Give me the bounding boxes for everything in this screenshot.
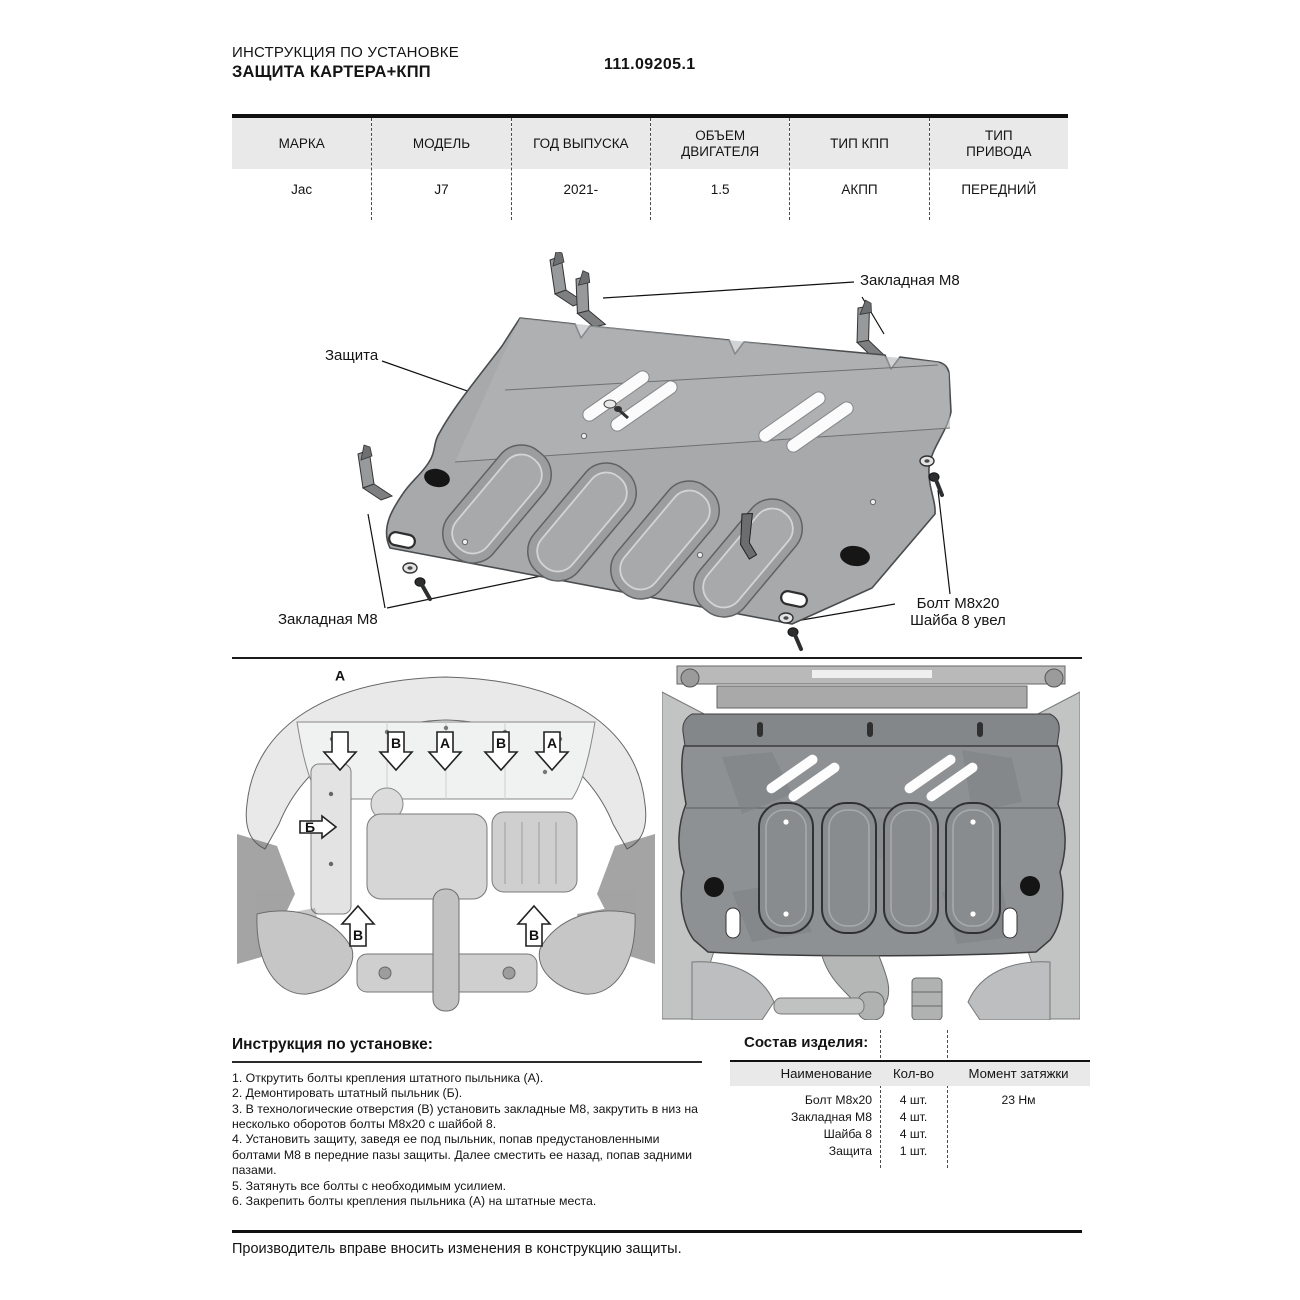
parts-col-torque: Момент затяжки: [968, 1066, 1069, 1081]
photos-divider-line: [232, 657, 1082, 659]
spec-col-brand: МАРКА Jac: [232, 118, 372, 220]
spec-col-engine: ОБЪЕМ ДВИГАТЕЛЯ 1.5: [649, 118, 790, 220]
spec-value-model: J7: [434, 181, 449, 197]
instruction-step-4: 4. Установить защиту, заведя ее под пыль…: [232, 1132, 692, 1178]
instruction-step-5: 5. Затянуть все болты с необходимым усил…: [232, 1178, 507, 1193]
bolt-icon-bottom: [787, 627, 803, 651]
exploded-diagram: Закладная М8 Защита Закладная М8 Болт М8…: [232, 250, 1082, 657]
bolt-icon-left: [414, 577, 432, 601]
spec-value-brand: Jac: [291, 181, 313, 197]
plate-hole-right: [840, 545, 870, 567]
spec-value-year: 2021-: [563, 181, 599, 197]
bracket-icon-inserted: [740, 512, 758, 560]
part-row-torque: 23 Нм: [1001, 1093, 1036, 1107]
spec-col-gearbox: ТИП КПП АКПП: [789, 118, 929, 220]
part-row-qty: 4 шт.: [899, 1110, 928, 1124]
spec-value-engine: 1.5: [710, 181, 730, 197]
parts-divider-2: [947, 1030, 948, 1168]
hook-slot-right: [780, 590, 808, 608]
part-row-name: Шайба 8: [823, 1127, 872, 1141]
washer-icon-left: [402, 562, 418, 574]
spec-header-gearbox: ТИП КПП: [790, 118, 929, 169]
spec-col-drive: ТИП ПРИВОДА ПЕРЕДНИЙ: [928, 118, 1068, 220]
label-bolt-washer: Болт М8х20 Шайба 8 увел: [883, 595, 1033, 629]
washer-icon-bottom: [778, 612, 794, 624]
spec-value-gearbox: АКПП: [841, 181, 878, 197]
suspension-parts: [256, 888, 636, 1012]
arrow-letter-a2: А: [440, 735, 450, 751]
engine-parts: [310, 763, 578, 915]
spec-header-model: МОДЕЛЬ: [372, 118, 511, 169]
part-row-name: Защита: [828, 1144, 872, 1158]
spec-header-engine: ОБЪЕМ ДВИГАТЕЛЯ: [650, 118, 790, 169]
part-row-qty: 4 шт.: [899, 1093, 928, 1107]
plate-hole-left: [424, 468, 450, 488]
install-instructions: Инструкция по установке: 1. Открутить бо…: [232, 1036, 702, 1209]
footer-line: [232, 1230, 1082, 1233]
parts-heading: Состав изделия:: [744, 1034, 869, 1051]
underbody-photo-after: [662, 665, 1080, 1020]
bracket-icon-right: [849, 298, 894, 360]
instruction-step-6: 6. Закрепить болты крепления пыльника (А…: [232, 1193, 597, 1208]
skid-plate-illustration: [357, 250, 952, 651]
parts-list: Состав изделия: Наименование Кол-во Моме…: [730, 1030, 1090, 1170]
label-bracket-bottom: Закладная М8: [278, 611, 378, 628]
parts-top-border: [730, 1060, 1090, 1062]
small-holes: [461, 432, 877, 559]
arrow-letter-v2: В: [496, 735, 506, 751]
doc-title: ЗАЩИТА КАРТЕРА+КПП: [232, 63, 431, 81]
spec-value-drive: ПЕРЕДНИЙ: [961, 181, 1037, 197]
bolt-in-slot-icon: [603, 399, 629, 420]
footer-note: Производитель вправе вносить изменения в…: [232, 1241, 682, 1257]
chassis-parts-bottom: [691, 955, 1051, 1020]
part-row-qty: 1 шт.: [899, 1144, 928, 1158]
part-row-qty: 4 шт.: [899, 1127, 928, 1141]
spec-col-year: ГОД ВЫПУСКА 2021-: [510, 118, 650, 220]
instruction-step-3: 3. В технологические отверстия (В) устан…: [232, 1101, 698, 1132]
doc-subtitle: ИНСТРУКЦИЯ ПО УСТАНОВКЕ: [232, 44, 459, 61]
part-row-name: Болт М8х20: [804, 1093, 872, 1107]
instructions-steps: 1. Открутить болты крепления штатного пы…: [232, 1071, 702, 1209]
instruction-step-1: 1. Открутить болты крепления штатного пы…: [232, 1071, 544, 1085]
arrow-letter-v4: В: [529, 927, 539, 943]
chassis-parts-top: [676, 665, 1066, 709]
label-washer: Шайба 8 увел: [910, 612, 1006, 629]
arrow-letter-v3: В: [353, 927, 363, 943]
installed-plate: [678, 713, 1066, 957]
hook-slot-left: [388, 531, 416, 549]
spec-col-model: МОДЕЛЬ J7: [371, 118, 511, 220]
underbody-photo-before: А В А В А Б В В: [237, 668, 655, 1012]
spec-header-year: ГОД ВЫПУСКА: [511, 118, 650, 169]
bolt-icon-right: [928, 472, 944, 497]
part-number: 111.09205.1: [604, 56, 696, 73]
arrow-letter-v1: В: [391, 735, 401, 751]
label-bracket-top: Закладная М8: [860, 272, 960, 289]
spec-header-brand: МАРКА: [232, 118, 372, 169]
instruction-step-2: 2. Демонтировать штатный пыльник (Б).: [232, 1086, 463, 1101]
vent-slots: [582, 370, 854, 453]
spec-table: МАРКА Jac МОДЕЛЬ J7 ГОД ВЫПУСКА 2021- ОБ…: [232, 114, 1068, 220]
bracket-icon-left: [357, 444, 393, 501]
arrow-letter-a1: А: [335, 668, 345, 684]
arrow-letter-a3: А: [547, 735, 557, 751]
parts-col-qty: Кол-во: [892, 1066, 934, 1081]
parts-header-bg: [730, 1062, 1090, 1086]
parts-col-name: Наименование: [780, 1066, 872, 1081]
bracket-icon-top-b: [570, 269, 612, 329]
label-bolt: Болт М8х20: [916, 595, 1000, 612]
washer-icon-right: [919, 455, 935, 467]
spec-header-drive: ТИП ПРИВОДА: [929, 118, 1068, 169]
instructions-heading: Инструкция по установке:: [232, 1036, 702, 1063]
callout-arrows: [299, 731, 569, 947]
parts-divider-1: [880, 1030, 881, 1168]
arrow-letter-b: Б: [305, 819, 315, 835]
part-row-name: Закладная М8: [790, 1110, 872, 1124]
label-plate: Защита: [325, 347, 379, 364]
plate-recesses: [442, 444, 803, 618]
